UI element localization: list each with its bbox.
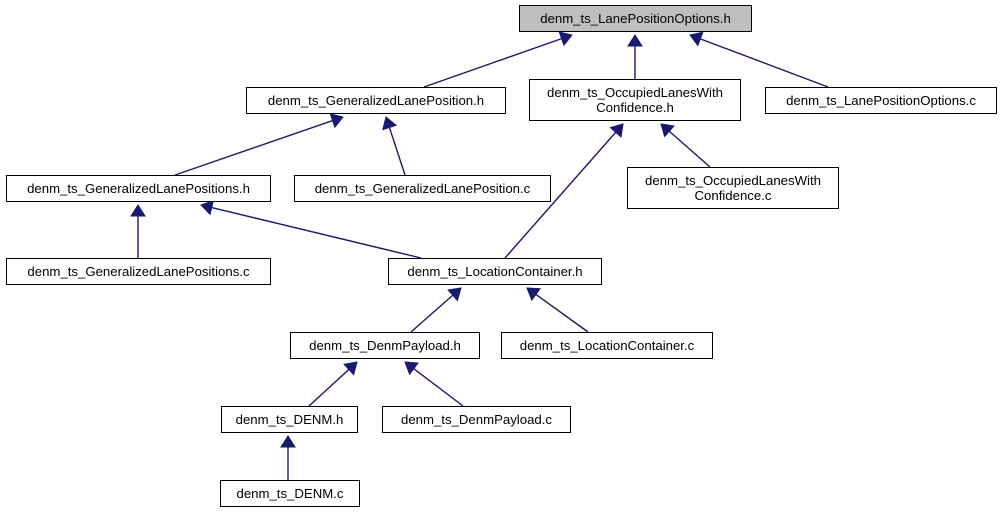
edge-generalizedlaneposition_c-to-generalizedlaneposition_h bbox=[382, 116, 406, 176]
graph-node-occupiedlaneswithconfidence_h[interactable]: denm_ts_OccupiedLanesWith Confidence.h bbox=[529, 79, 741, 121]
arrowhead-icon bbox=[280, 435, 296, 448]
graph-node-label: denm_ts_LocationContainer.c bbox=[519, 338, 695, 353]
graph-node-denm_c[interactable]: denm_ts_DENM.c bbox=[220, 480, 360, 507]
graph-node-locationcontainer_c[interactable]: denm_ts_LocationContainer.c bbox=[501, 332, 713, 359]
graph-node-label: denm_ts_LanePositionOptions.c bbox=[786, 93, 976, 108]
graph-node-generalizedlaneposition_c[interactable]: denm_ts_GeneralizedLanePosition.c bbox=[294, 175, 551, 202]
arrowhead-icon bbox=[200, 200, 215, 216]
arrowhead-icon bbox=[627, 34, 643, 47]
edge-denmpayload_c-to-denmpayload_h bbox=[404, 361, 464, 407]
graph-node-label: denm_ts_DENM.c bbox=[236, 486, 344, 501]
graph-node-label: denm_ts_OccupiedLanesWith Confidence.c bbox=[645, 173, 821, 203]
graph-node-label: denm_ts_LocationContainer.h bbox=[407, 264, 583, 279]
arrowhead-icon bbox=[343, 361, 358, 376]
edge-denm_c-to-denm_h bbox=[280, 435, 296, 480]
graph-node-generalizedlaneposition_h[interactable]: denm_ts_GeneralizedLanePosition.h bbox=[246, 87, 506, 114]
graph-node-label: denm_ts_DenmPayload.c bbox=[400, 412, 552, 427]
graph-node-label: denm_ts_DenmPayload.h bbox=[309, 338, 461, 353]
graph-node-label: denm_ts_OccupiedLanesWith Confidence.h bbox=[547, 85, 723, 115]
edge-locationcontainer_c-to-locationcontainer_h bbox=[526, 287, 589, 333]
arrowhead-icon bbox=[382, 116, 398, 131]
graph-node-label: denm_ts_DENM.h bbox=[235, 412, 344, 427]
edge-denmpayload_h-to-locationcontainer_h bbox=[410, 287, 462, 333]
graph-node-denmpayload_c[interactable]: denm_ts_DenmPayload.c bbox=[382, 406, 571, 433]
graph-node-label: denm_ts_GeneralizedLanePosition.c bbox=[314, 181, 531, 196]
arrowhead-icon bbox=[130, 204, 146, 217]
graph-node-denmpayload_h[interactable]: denm_ts_DenmPayload.h bbox=[290, 332, 480, 359]
edge-locationcontainer_h-to-generalizedlanepositions_h bbox=[200, 200, 422, 259]
arrowhead-icon bbox=[660, 123, 675, 138]
graph-node-label: denm_ts_LanePositionOptions.h bbox=[540, 11, 731, 26]
arrowhead-icon bbox=[609, 123, 624, 138]
graph-node-label: denm_ts_GeneralizedLanePositions.c bbox=[27, 264, 250, 279]
edge-generalizedlanepositions_h-to-generalizedlaneposition_h bbox=[174, 113, 344, 176]
graph-node-label: denm_ts_GeneralizedLanePosition.h bbox=[267, 93, 485, 108]
arrowhead-icon bbox=[329, 113, 344, 129]
graph-node-generalizedlanepositions_c[interactable]: denm_ts_GeneralizedLanePositions.c bbox=[6, 258, 271, 285]
edge-occupiedlaneswithconfidence_c-to-occupiedlaneswithconfidence_h bbox=[660, 123, 711, 168]
edge-generalizedlanepositions_c-to-generalizedlanepositions_h bbox=[130, 204, 146, 258]
graph-node-denm_h[interactable]: denm_ts_DENM.h bbox=[221, 406, 358, 433]
graph-node-lanepositionoptions_h[interactable]: denm_ts_LanePositionOptions.h bbox=[519, 5, 752, 32]
edge-occupiedlaneswithconfidence_h-to-lanepositionoptions_h bbox=[627, 34, 643, 79]
arrowhead-icon bbox=[447, 287, 462, 302]
graph-node-lanepositionoptions_c[interactable]: denm_ts_LanePositionOptions.c bbox=[765, 87, 997, 114]
graph-node-label: denm_ts_GeneralizedLanePositions.h bbox=[27, 181, 250, 196]
graph-node-locationcontainer_h[interactable]: denm_ts_LocationContainer.h bbox=[388, 258, 602, 285]
arrowhead-icon bbox=[404, 361, 419, 376]
arrowhead-icon bbox=[689, 31, 704, 47]
graph-node-generalizedlanepositions_h[interactable]: denm_ts_GeneralizedLanePositions.h bbox=[6, 175, 271, 202]
arrowhead-icon bbox=[558, 31, 573, 47]
graph-node-occupiedlaneswithconfidence_c[interactable]: denm_ts_OccupiedLanesWith Confidence.c bbox=[627, 167, 839, 209]
edge-denm_h-to-denmpayload_h bbox=[308, 361, 358, 407]
arrowhead-icon bbox=[526, 287, 541, 302]
